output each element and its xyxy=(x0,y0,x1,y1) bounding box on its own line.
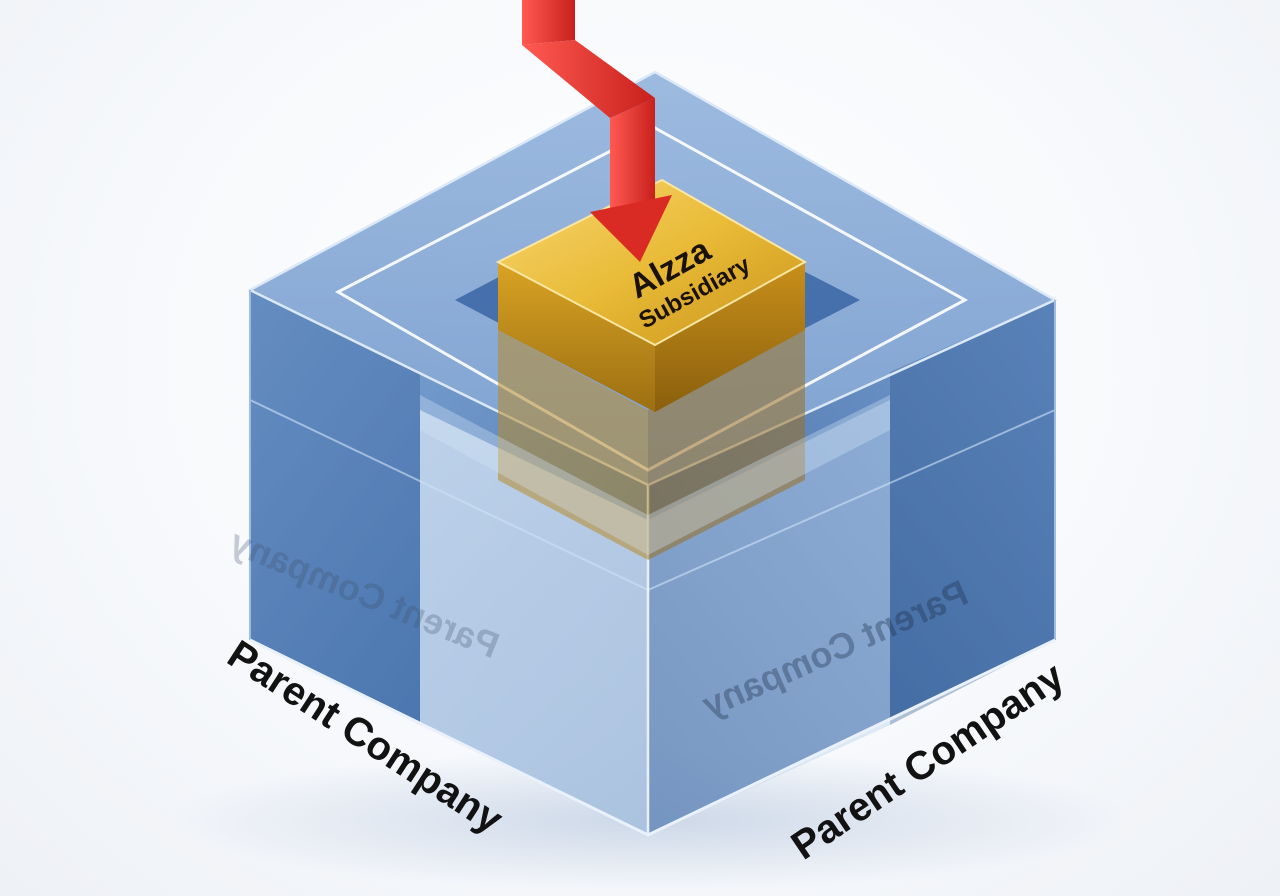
cube-bottom-outline xyxy=(249,638,1056,837)
cube-left-band xyxy=(250,290,420,725)
cube-glass-overlay xyxy=(420,395,890,555)
subsidiary-lower-right xyxy=(648,330,805,560)
cube-mid-line-left xyxy=(249,399,649,591)
arrow-head xyxy=(590,195,672,262)
cube-right-face xyxy=(648,300,1055,835)
subsidiary-block: Alzza Subsidiary xyxy=(495,178,808,560)
subsidiary-top-outline xyxy=(495,178,808,347)
subsidiary-right-face xyxy=(655,262,805,412)
subsidiary-left-face xyxy=(498,262,655,412)
cube-right-band xyxy=(890,300,1055,725)
arrow-shaft-lower xyxy=(610,98,655,215)
subsidiary-lower-left xyxy=(498,330,648,560)
cube-mid-line-right xyxy=(647,409,1056,591)
arrow-shaft-top xyxy=(522,0,575,45)
red-arrow-icon xyxy=(522,0,672,262)
arrow-shaft-diagonal xyxy=(522,40,655,118)
